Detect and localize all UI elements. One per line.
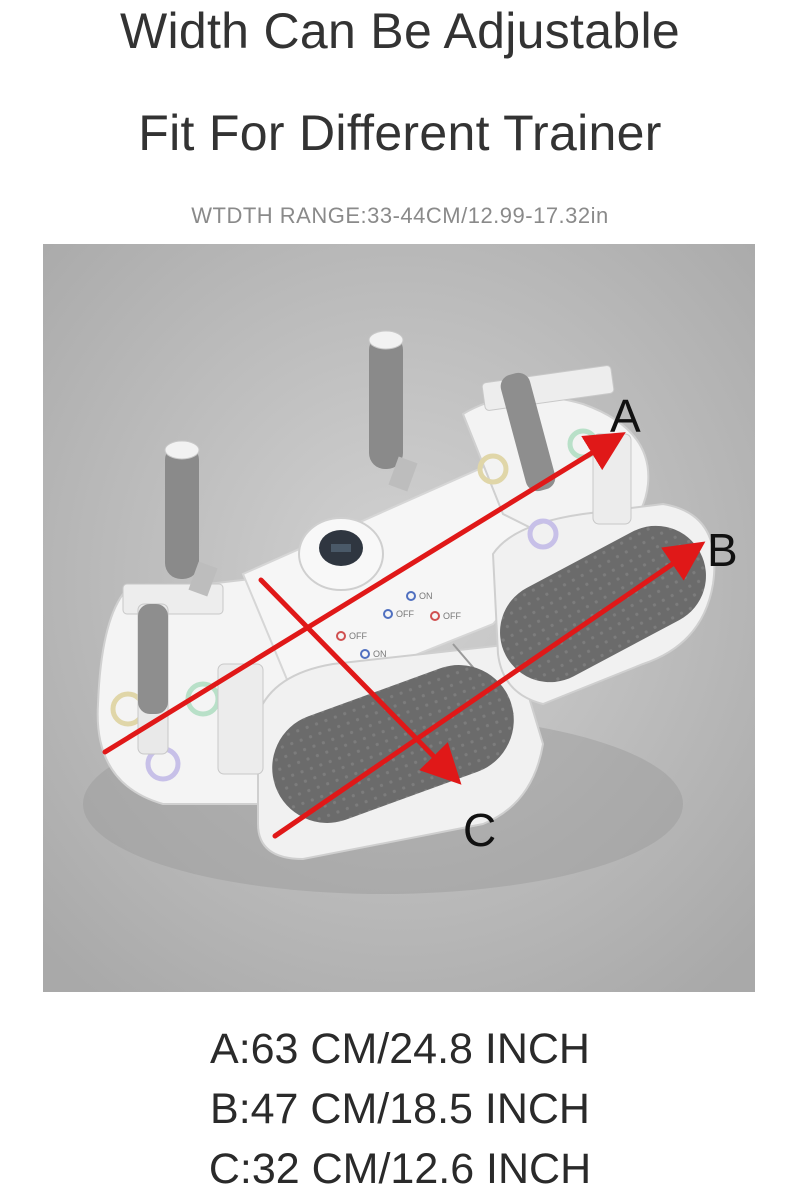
counter-display bbox=[298, 517, 384, 591]
arrow-a bbox=[102, 432, 626, 755]
panel-text-4: ON bbox=[419, 591, 433, 601]
arrow-c bbox=[258, 577, 462, 785]
label-a: A bbox=[610, 390, 641, 442]
panel-text-2: ON bbox=[373, 649, 387, 659]
grip-center bbox=[368, 330, 418, 492]
grip-left bbox=[164, 440, 218, 597]
panel-text-1: OFF bbox=[349, 631, 367, 641]
panel-text-3: OFF bbox=[396, 609, 414, 619]
spec-b: B:47 CM/18.5 INCH bbox=[210, 1085, 590, 1133]
label-b: B bbox=[707, 524, 738, 576]
product-photo: OFF ON OFF ON OFF A B C bbox=[43, 244, 755, 992]
title-line-2: Fit For Different Trainer bbox=[138, 105, 662, 161]
panel-text-5: OFF bbox=[443, 611, 461, 621]
spec-c: C:32 CM/12.6 INCH bbox=[208, 1145, 592, 1193]
arrow-b bbox=[272, 541, 706, 839]
measure-arrows bbox=[102, 432, 706, 839]
foot-pad-right bbox=[500, 525, 706, 683]
mode-panel: OFF ON OFF ON OFF bbox=[336, 591, 461, 659]
width-range-text: WTDTH RANGE:33-44CM/12.99-17.32in bbox=[191, 203, 609, 228]
title-line-1: Width Can Be Adjustable bbox=[119, 3, 680, 59]
foot-pad-left bbox=[272, 665, 514, 823]
label-c: C bbox=[463, 804, 496, 856]
spec-a: A:63 CM/24.8 INCH bbox=[210, 1025, 590, 1073]
